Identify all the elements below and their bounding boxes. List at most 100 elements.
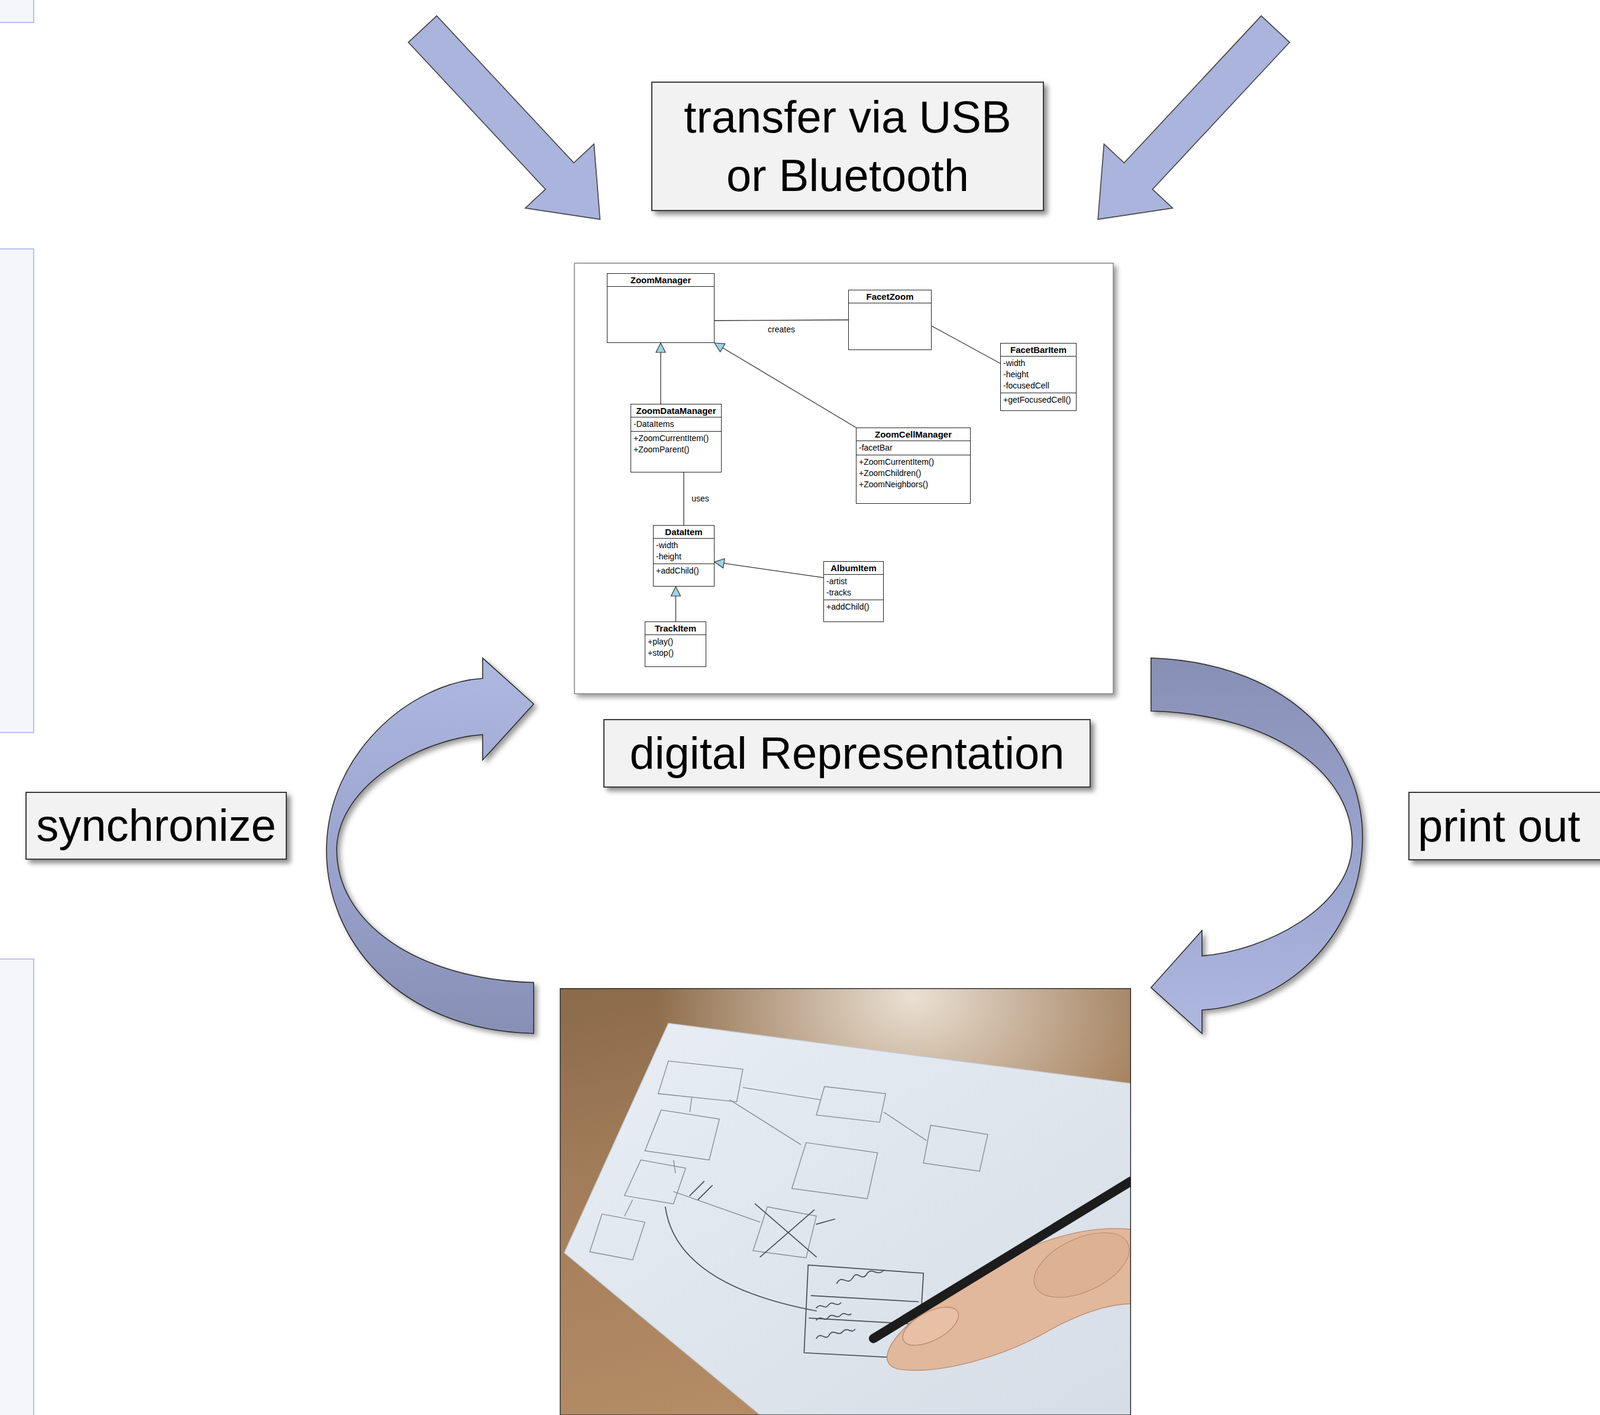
side-panel [0,249,34,733]
synchronize-arrow [326,658,534,1034]
pen-stroke [816,1303,841,1309]
printed-line [673,1160,676,1174]
print-arrow [1151,658,1363,1034]
class-operation: +ZoomChildren() [858,467,968,480]
attribute-section: -width-height [653,538,714,564]
class-operation: +play() [647,636,704,648]
connector-label: creates [765,324,797,335]
class-box: ZoomDataManager-DataItems+ZoomCurrentIte… [630,403,722,473]
printed-line [624,1200,633,1217]
transfer-arrow [1063,0,1310,252]
class-box: TrackItem+play()+stop() [644,621,707,668]
empty-section [607,286,714,343]
class-operation: +ZoomNeighbors() [858,479,968,491]
printed-box [923,1125,988,1172]
printed-box [624,1160,687,1205]
pen-stroke [689,1181,713,1201]
uml-connector [931,325,1001,364]
operation-section: +ZoomCurrentItem()+ZoomChildren()+ZoomNe… [856,454,971,504]
printed-line [729,1100,801,1146]
caption-box: print out [1408,792,1600,861]
caption-box: digital Representation [603,719,1091,788]
connector-line [660,352,661,404]
arrow-shape [1063,0,1310,252]
class-attribute: -DataItems [633,418,719,431]
class-name: AlbumItem [823,561,884,575]
uml-connector [714,320,849,321]
connector-line [931,325,1001,364]
connector-line [722,347,856,428]
class-attribute: -width [655,540,712,552]
inheritance-arrowhead [714,558,725,569]
connector-line [675,596,677,622]
class-attribute: -height [655,551,712,563]
printed-box [816,1086,886,1123]
photo-border [560,988,1131,1415]
class-operation: +getFocusedCell() [1003,394,1074,406]
class-attribute: -tracks [826,587,881,599]
caption-text: synchronize [36,796,277,856]
transfer-arrow [388,0,635,252]
class-attribute: -facetBar [858,442,968,454]
attribute-section: -width-height-focusedCell [1000,356,1076,393]
printed-sketch [589,1061,988,1260]
printed-box [752,1207,817,1259]
class-name: DataItem [653,525,714,539]
arrow-shape [388,0,635,252]
pen-stroke [816,1219,835,1225]
printed-box [589,1214,645,1261]
attribute-section: -facetBar [856,441,971,455]
connector-line [683,472,684,526]
class-operation: +addChild() [826,601,881,613]
operation-section: +getFocusedCell() [1000,392,1076,411]
class-box: DataItem-width-height+addChild() [653,525,715,587]
caption-text: print out [1417,797,1581,856]
class-name: ZoomDataManager [631,404,722,418]
operation-section: +play()+stop() [645,635,706,667]
class-box: FacetZoom [848,289,932,351]
connector-line [723,563,824,578]
paper-photo [560,988,1131,1415]
uml-connector [714,558,824,578]
inheritance-arrowhead [655,343,666,353]
caption-text: transfer via USB or Bluetooth [664,88,1031,206]
printed-line [742,1087,821,1101]
class-operation: +addChild() [655,565,712,577]
printed-line [689,1097,692,1113]
uml-connector [670,586,681,622]
inheritance-arrowhead [714,343,726,352]
attribute-section: -artist-tracks [823,574,884,600]
attribute-section: -DataItems [631,417,722,432]
class-name: ZoomCellManager [856,428,971,442]
uml-connector [683,472,685,526]
inheritance-arrowhead [670,586,681,597]
class-attribute: -height [1003,369,1074,381]
uml-connector [655,343,666,404]
operation-section: +ZoomCurrentItem()+ZoomParent() [631,431,722,473]
empty-section [848,303,932,350]
printed-box [792,1142,878,1199]
class-name: FacetZoom [848,290,932,304]
pen-stroke [816,1313,852,1321]
connector-line [714,320,849,321]
printed-line [883,1112,927,1141]
class-name: TrackItem [645,622,706,636]
printed-line [673,1191,761,1223]
uml-connector [714,343,856,428]
pen-stroke [816,1329,856,1340]
class-box: AlbumItem-artist-tracks+addChild() [823,561,884,623]
caption-box: transfer via USB or Bluetooth [651,81,1044,212]
pen-stroke [755,1204,817,1258]
side-panel [0,959,34,1415]
paper-sheet [564,1023,1131,1415]
printed-box [644,1110,720,1161]
class-operation: +ZoomCurrentItem() [858,456,968,468]
class-operation: +ZoomParent() [633,444,719,456]
operation-section: +addChild() [653,563,714,587]
light-reflection [560,988,1131,1415]
printed-box [658,1061,743,1102]
document-frame [574,263,1114,694]
class-box: FacetBarItem-width-height-focusedCell+ge… [1000,343,1077,412]
class-operation: +stop() [647,647,704,659]
